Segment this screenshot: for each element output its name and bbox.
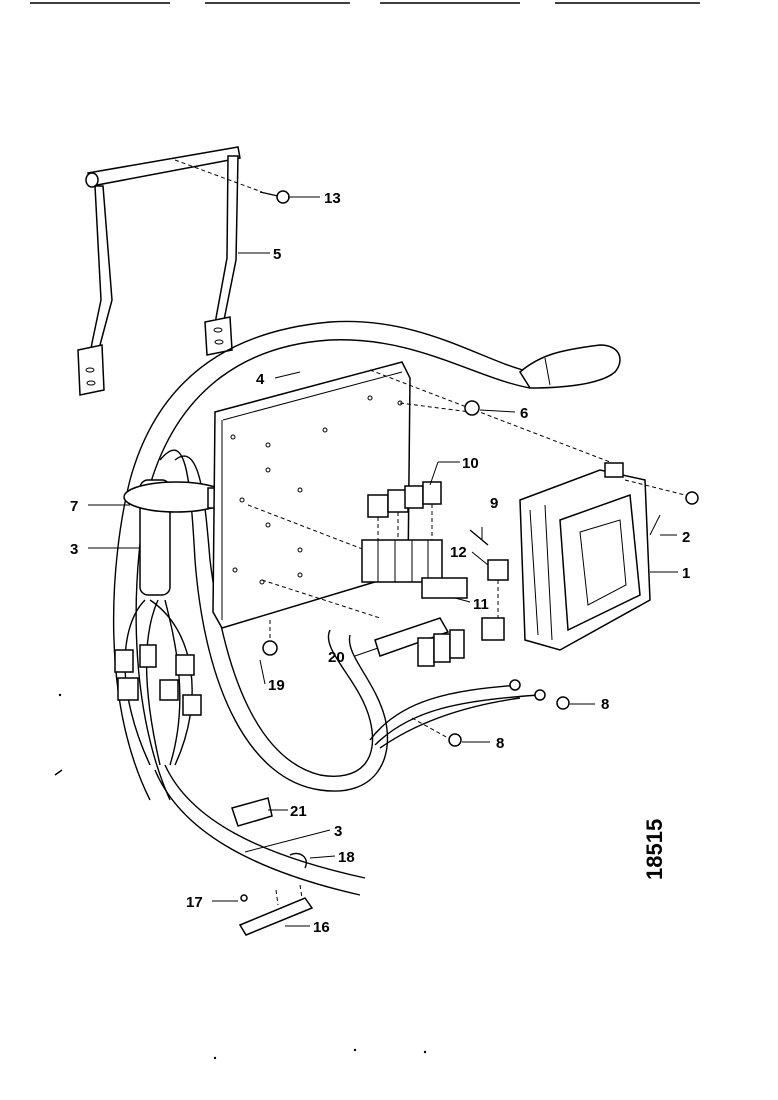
callout-6: 6 [520,405,528,422]
callout-labels: 13 5 4 6 7 3 10 9 12 11 1 2 20 19 8 8 21… [70,190,690,936]
callout-7: 7 [70,498,78,515]
strap-clamp [123,481,229,513]
callout-18: 18 [338,849,355,866]
relay-plate [212,361,611,629]
branch-connectors [114,599,202,766]
control-unit [519,462,699,651]
callout-19: 19 [268,677,285,694]
mounting-bracket [77,146,241,396]
screw-9 [469,529,489,546]
clip-21 [231,797,273,827]
fuse-block-20 [374,617,450,657]
relay-11 [421,577,468,599]
callout-17: 17 [186,894,203,911]
callout-2: 2 [682,529,690,546]
washer-19 [262,620,278,656]
leader-lines [88,196,678,927]
relay-group [361,481,443,583]
relay-12 [487,559,509,581]
lower-bracket [238,852,314,936]
callout-10: 10 [462,455,479,472]
connector-cluster [369,629,570,749]
callout-13: 13 [324,190,341,207]
callout-8-right: 8 [601,696,609,713]
nut-6 [464,400,480,416]
callout-5: 5 [273,246,281,263]
callout-4: 4 [256,371,265,388]
callout-8-lower: 8 [496,735,504,752]
figure-number: 18515 [642,819,667,880]
callout-21: 21 [290,803,307,820]
callout-9: 9 [490,495,498,512]
callout-3-lower: 3 [334,823,342,840]
relay-lower [481,617,505,641]
callout-16: 16 [313,919,330,936]
callout-1: 1 [682,565,690,582]
scan-specks [54,693,427,1060]
callout-20: 20 [328,649,345,666]
callout-11: 11 [473,596,489,613]
callout-3-upper: 3 [70,541,78,558]
callout-12: 12 [450,544,467,561]
bolt-13 [174,159,290,204]
